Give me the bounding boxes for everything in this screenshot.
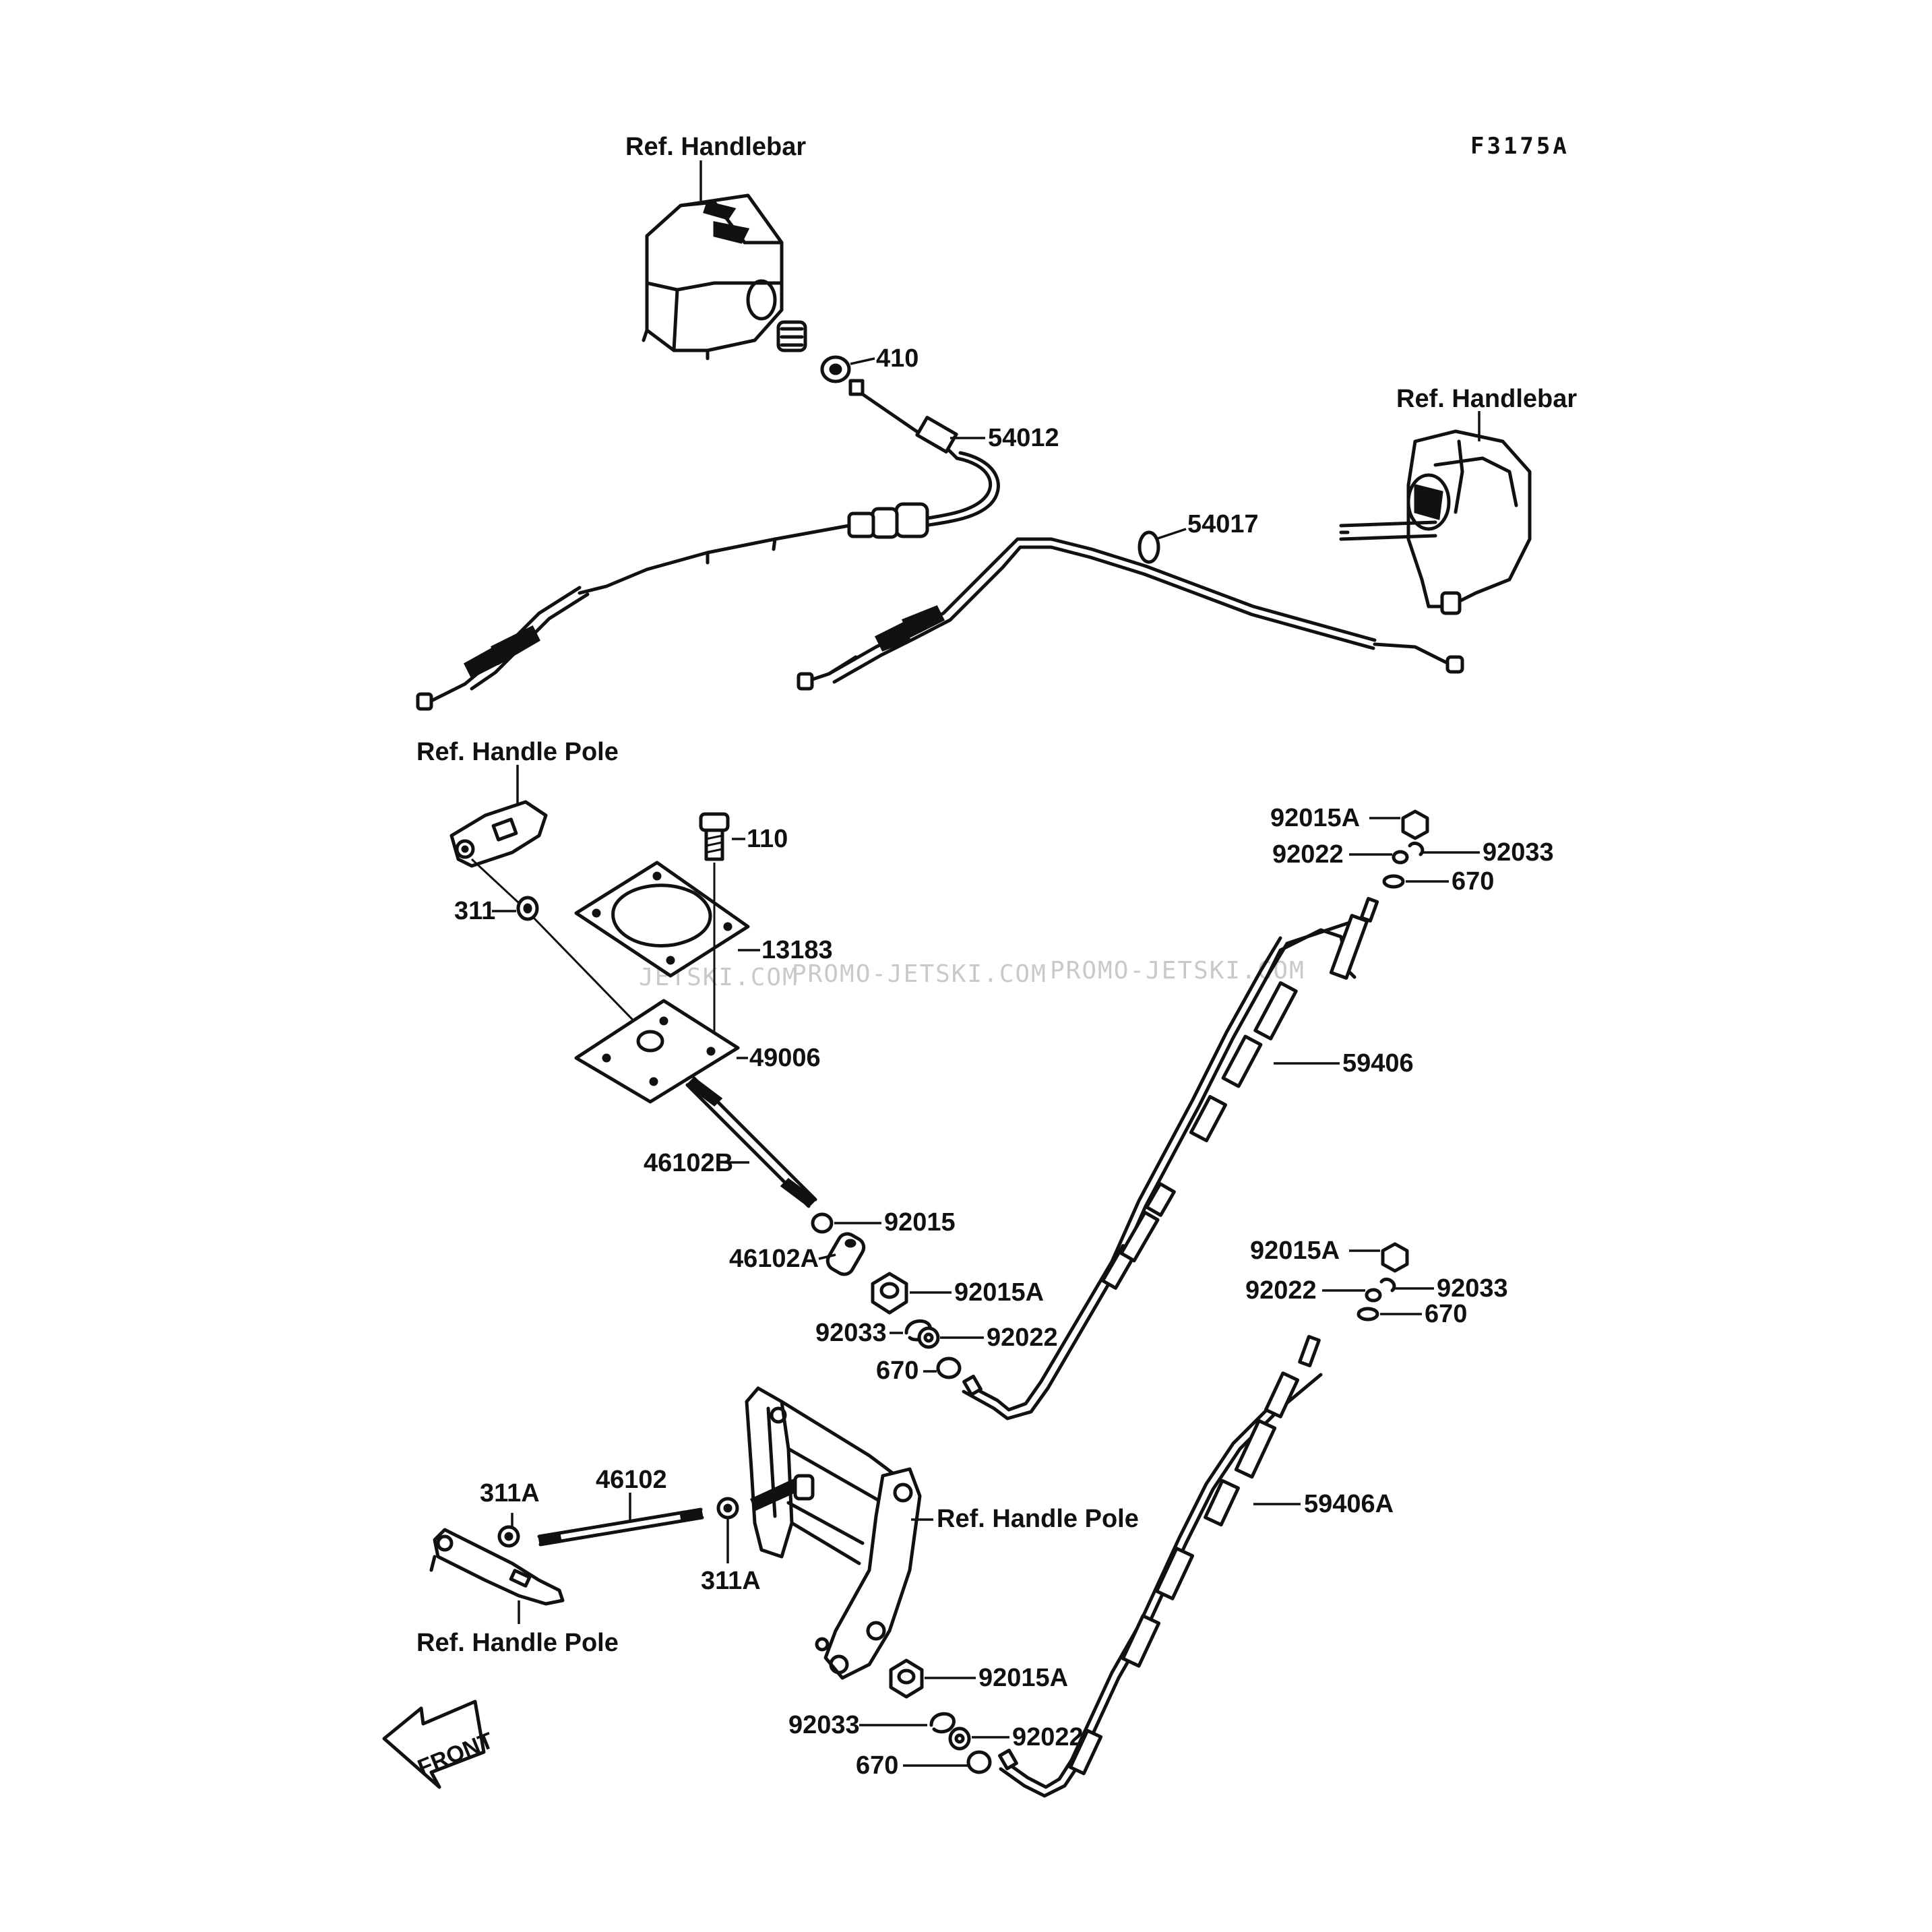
label-59406A: 59406A — [1304, 1490, 1394, 1518]
part-59406-steering-cable — [962, 897, 1379, 1421]
part-92033-clip-bottom — [929, 1712, 956, 1734]
label-670-tr2: 670 — [1425, 1300, 1467, 1328]
ref-handle-pole-top: Ref. Handle Pole — [416, 738, 619, 766]
part-670-ring-tr2 — [1357, 1307, 1379, 1321]
part-92015-nut — [811, 1212, 834, 1234]
label-49006: 49006 — [749, 1044, 821, 1072]
ref-handlebar-left: Ref. Handlebar — [625, 133, 806, 161]
handle-pole-bracket — [745, 1386, 922, 1680]
label-92033-tr1: 92033 — [1483, 838, 1554, 867]
label-46102: 46102 — [596, 1466, 667, 1494]
figure-code: F3175A — [1470, 133, 1569, 160]
bracket-joint-bolt — [750, 1474, 815, 1511]
label-54017: 54017 — [1187, 510, 1259, 538]
part-670-ring-mid — [936, 1357, 962, 1379]
part-92033-clip-tr2 — [1379, 1277, 1396, 1292]
part-54017-choke-cable — [797, 530, 1464, 691]
part-92022-washer-bottom — [948, 1726, 971, 1751]
label-410: 410 — [876, 344, 918, 373]
part-311-collar — [516, 896, 539, 921]
part-92015A-nut-bottom — [889, 1658, 924, 1699]
label-92015A-bottom: 92015A — [978, 1664, 1068, 1692]
ref-handlebar-right: Ref. Handlebar — [1396, 385, 1577, 413]
label-670-mid: 670 — [876, 1357, 918, 1385]
label-59406: 59406 — [1342, 1049, 1414, 1078]
watermark-1: PROMO-JETSKI.COM — [792, 960, 1047, 988]
part-92022-washer-tr2 — [1365, 1288, 1382, 1303]
part-49006-plate — [574, 999, 740, 1104]
part-92015A-nut-tr2 — [1381, 1242, 1409, 1273]
part-92015A-nut-tr1 — [1401, 809, 1429, 840]
part-92015A-nut-mid — [871, 1272, 908, 1315]
label-92022-bottom: 92022 — [1012, 1723, 1084, 1751]
label-13183: 13183 — [761, 936, 833, 964]
label-46102B: 46102B — [644, 1149, 733, 1177]
label-92033-tr2: 92033 — [1437, 1274, 1508, 1303]
ref-handle-pole-bracket: Ref. Handle Pole — [937, 1505, 1139, 1533]
label-311A-bottom: 311A — [701, 1567, 761, 1595]
label-92015: 92015 — [884, 1208, 956, 1237]
label-311A-top: 311A — [480, 1479, 540, 1507]
part-410-nut — [820, 355, 865, 396]
part-110-bolt — [699, 812, 730, 861]
label-92015A-mid: 92015A — [954, 1278, 1044, 1307]
handle-pole-lever-bottom — [429, 1528, 565, 1606]
label-92022-tr2: 92022 — [1245, 1276, 1317, 1305]
part-311A-collar-top — [497, 1525, 520, 1548]
front-direction-arrow: FRONT — [382, 1700, 497, 1789]
throttle-housing-illustration — [642, 193, 807, 361]
part-92033-clip-tr1 — [1408, 841, 1425, 856]
part-92022-washer-tr1 — [1392, 850, 1409, 865]
ref-handle-pole-bottom: Ref. Handle Pole — [416, 1629, 619, 1657]
part-670-ring-bottom — [966, 1750, 992, 1774]
label-46102A: 46102A — [729, 1245, 819, 1273]
label-92033-mid: 92033 — [815, 1319, 887, 1347]
label-92022-tr1: 92022 — [1272, 840, 1344, 869]
label-670-tr1: 670 — [1452, 867, 1494, 896]
part-46102A-joint — [825, 1232, 866, 1276]
label-92033-bottom: 92033 — [788, 1711, 860, 1739]
label-311: 311 — [454, 897, 495, 925]
part-92022-washer-mid — [917, 1326, 940, 1349]
part-311A-collar-bottom — [716, 1497, 739, 1520]
right-handlebar-housing-illustration — [1339, 429, 1532, 615]
label-92015A-tr2: 92015A — [1250, 1237, 1340, 1265]
part-13183-gasket — [574, 861, 750, 978]
label-670-bottom: 670 — [856, 1751, 898, 1780]
part-54012-throttle-cable — [416, 392, 1000, 711]
label-92022-mid: 92022 — [987, 1323, 1058, 1352]
label-110: 110 — [747, 825, 788, 853]
part-46102B-rod — [685, 1076, 817, 1208]
part-670-ring-tr1 — [1382, 874, 1405, 889]
label-92015A-tr1: 92015A — [1270, 804, 1360, 832]
part-46102-rod — [537, 1507, 704, 1547]
label-54012: 54012 — [988, 424, 1059, 452]
handle-pole-lever-top — [449, 800, 548, 868]
part-59406A-steering-cable — [998, 1334, 1323, 1798]
